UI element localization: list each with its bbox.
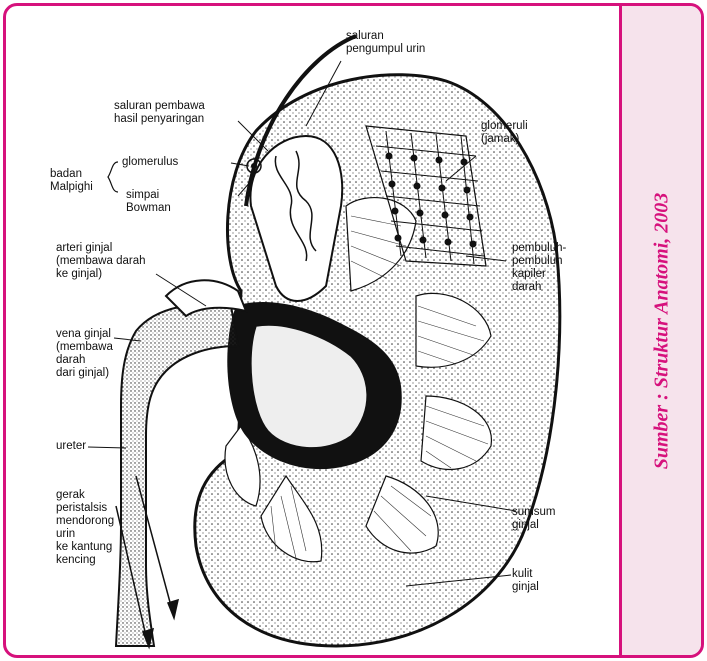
source-credit: Sumber : Struktur Anatomi, 2003	[650, 192, 673, 469]
label-glomerulus: glomerulus	[122, 156, 178, 169]
badan-malpighi-brace	[108, 162, 118, 192]
label-badan-malpighi: badan Malpighi	[50, 168, 93, 194]
label-kulit-ginjal: kulit ginjal	[512, 568, 539, 594]
label-saluran-pembawa: saluran pembawa hasil penyaringan	[114, 100, 205, 126]
label-ureter: ureter	[56, 440, 86, 453]
label-vena-ginjal: vena ginjal (membawa darah dari ginjal)	[56, 328, 113, 380]
label-gerak-peristalsis: gerak peristalsis mendorong urin ke kant…	[56, 489, 114, 567]
label-sumsum-ginjal: sumsum ginjal	[512, 506, 555, 532]
label-glomeruli: glomeruli (jamak)	[481, 120, 528, 146]
source-sidebar: Sumber : Struktur Anatomi, 2003	[619, 6, 701, 655]
label-simpai-bowman: simpai Bowman	[126, 189, 171, 215]
figure-frame: saluran pengumpul urin saluran pembawa h…	[3, 3, 704, 658]
label-arteri-ginjal: arteri ginjal (membawa darah ke ginjal)	[56, 242, 145, 281]
label-pembuluh-kapiler: pembuluh- pembuluh kapiler darah	[512, 242, 566, 294]
label-saluran-pengumpul-urin: saluran pengumpul urin	[346, 30, 425, 56]
